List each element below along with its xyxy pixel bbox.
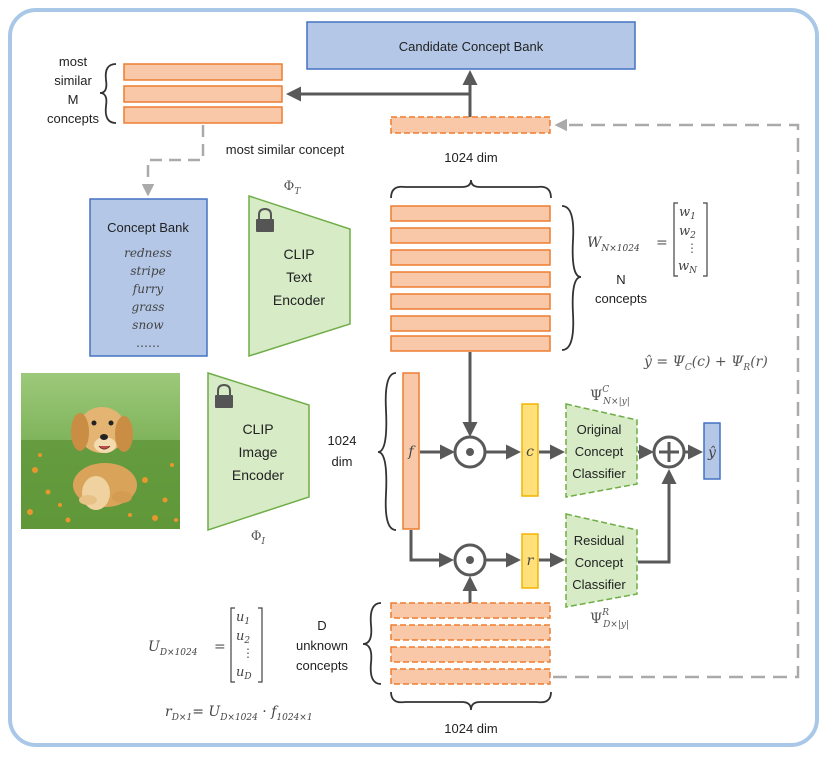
n-brace bbox=[561, 205, 582, 351]
dim-mid-label: 1024 dim bbox=[328, 433, 357, 469]
y-hat-label: ŷ bbox=[707, 444, 717, 461]
concept-bank-title: Concept Bank bbox=[107, 220, 189, 235]
concept-item: snow bbox=[132, 318, 164, 332]
svg-text:concepts: concepts bbox=[595, 291, 648, 306]
svg-text:u1: u1 bbox=[236, 610, 250, 627]
svg-text:1024: 1024 bbox=[328, 433, 357, 448]
svg-text:similar: similar bbox=[54, 73, 92, 88]
concept-bank-items: redness stripe furry grass snow …… bbox=[124, 246, 172, 350]
similar-label: most similar M concepts bbox=[47, 54, 100, 126]
svg-text:concepts: concepts bbox=[47, 111, 100, 126]
svg-text:N: N bbox=[616, 272, 625, 287]
svg-text:UD×1024: UD×1024 bbox=[148, 639, 198, 658]
clip-text-encoder-label: CLIP Text Encoder bbox=[273, 246, 325, 308]
r-vector-label: r bbox=[527, 553, 535, 569]
most-similar-concept-label: most similar concept bbox=[226, 142, 345, 157]
svg-text:D: D bbox=[317, 618, 326, 633]
arrow-f-to-dot2 bbox=[409, 530, 454, 568]
svg-text:u2: u2 bbox=[236, 629, 250, 646]
svg-text:unknown: unknown bbox=[296, 638, 348, 653]
svg-text:CLIP: CLIP bbox=[283, 246, 314, 262]
concept-item: grass bbox=[132, 300, 165, 314]
residual-classifier-label: Residual Concept Classifier bbox=[572, 533, 626, 592]
f-vector bbox=[402, 372, 420, 530]
svg-text:wN: wN bbox=[678, 259, 698, 276]
svg-text:Concept: Concept bbox=[575, 555, 624, 570]
dog-photo bbox=[21, 373, 180, 529]
most-similar-dashed-arrow bbox=[141, 125, 205, 197]
n-concept-stack bbox=[390, 205, 551, 352]
concept-item: furry bbox=[132, 282, 164, 296]
phi-t-label: ΦT bbox=[284, 179, 302, 197]
original-classifier-label: Original Concept Classifier bbox=[572, 422, 626, 481]
svg-text:Concept: Concept bbox=[575, 444, 624, 459]
d-brace bbox=[362, 602, 382, 685]
concept-bank-box bbox=[89, 198, 208, 357]
clip-image-encoder bbox=[207, 371, 310, 532]
lock-icon bbox=[256, 207, 274, 232]
svg-text:dim: dim bbox=[332, 454, 353, 469]
candidate-concept-bank-box bbox=[306, 21, 636, 70]
svg-text:WN×1024: WN×1024 bbox=[587, 235, 640, 254]
svg-text:w2: w2 bbox=[679, 224, 696, 241]
original-concept-classifier bbox=[565, 403, 638, 498]
clip-text-encoder bbox=[248, 194, 351, 358]
dim-top-label: 1024 dim bbox=[444, 150, 497, 165]
svg-text:M: M bbox=[68, 92, 79, 107]
d-concepts-label: D unknown concepts bbox=[296, 618, 349, 673]
concept-item: redness bbox=[124, 246, 172, 260]
dim-bottom-label: 1024 dim bbox=[444, 721, 497, 736]
svg-text:concepts: concepts bbox=[296, 658, 349, 673]
svg-text:most: most bbox=[59, 54, 88, 69]
f-vector-label: f bbox=[407, 444, 416, 460]
svg-text:=: = bbox=[656, 235, 668, 251]
feedback-dashed-arrow bbox=[553, 118, 800, 679]
top-unknown-concept-bar bbox=[390, 116, 551, 134]
clip-image-encoder-label: CLIP Image Encoder bbox=[232, 421, 284, 483]
svg-text:Residual: Residual bbox=[574, 533, 625, 548]
svg-text:uD: uD bbox=[236, 665, 252, 682]
residual-concept-classifier bbox=[565, 513, 638, 608]
svg-text:Encoder: Encoder bbox=[232, 467, 284, 483]
y-hat-vector bbox=[703, 422, 721, 480]
phi-i-label: ΦI bbox=[251, 529, 266, 547]
c-vector-label: c bbox=[526, 444, 534, 460]
svg-text:Original: Original bbox=[577, 422, 622, 437]
y-formula: ŷ = ΨC(c) + ΨR(r) bbox=[643, 353, 768, 373]
u-matrix-formula: UD×1024 = u1 u2 ⋮ uD bbox=[148, 607, 263, 683]
svg-text:⋮: ⋮ bbox=[686, 241, 698, 255]
similar-concepts-stack bbox=[123, 63, 283, 124]
dim-brace-bottom bbox=[390, 691, 552, 711]
concept-item: …… bbox=[136, 336, 160, 350]
svg-text:⋮: ⋮ bbox=[242, 646, 254, 660]
arrow-residual-to-sum bbox=[638, 469, 677, 564]
svg-text:Text: Text bbox=[286, 269, 312, 285]
svg-text:w1: w1 bbox=[679, 205, 696, 222]
d-concept-stack bbox=[390, 602, 551, 685]
w-matrix-formula: WN×1024 = w1 w2 ⋮ wN bbox=[587, 202, 708, 277]
svg-text:Classifier: Classifier bbox=[572, 577, 626, 592]
n-concepts-label: N concepts bbox=[595, 272, 648, 306]
concept-item: stripe bbox=[130, 264, 165, 278]
svg-text:Classifier: Classifier bbox=[572, 466, 626, 481]
candidate-concept-bank-title: Candidate Concept Bank bbox=[399, 39, 544, 54]
svg-text:Encoder: Encoder bbox=[273, 292, 325, 308]
r-vector bbox=[521, 533, 539, 589]
svg-text:CLIP: CLIP bbox=[242, 421, 273, 437]
dim-brace-mid bbox=[377, 372, 397, 531]
c-vector bbox=[521, 403, 539, 497]
lock-icon bbox=[215, 383, 233, 408]
svg-text:Image: Image bbox=[239, 444, 278, 460]
r-formula: rD×1= UD×1024 · f1024×1 bbox=[165, 704, 313, 723]
dim-brace-top bbox=[390, 179, 552, 199]
svg-text:=: = bbox=[214, 639, 226, 655]
similar-brace bbox=[99, 63, 117, 124]
